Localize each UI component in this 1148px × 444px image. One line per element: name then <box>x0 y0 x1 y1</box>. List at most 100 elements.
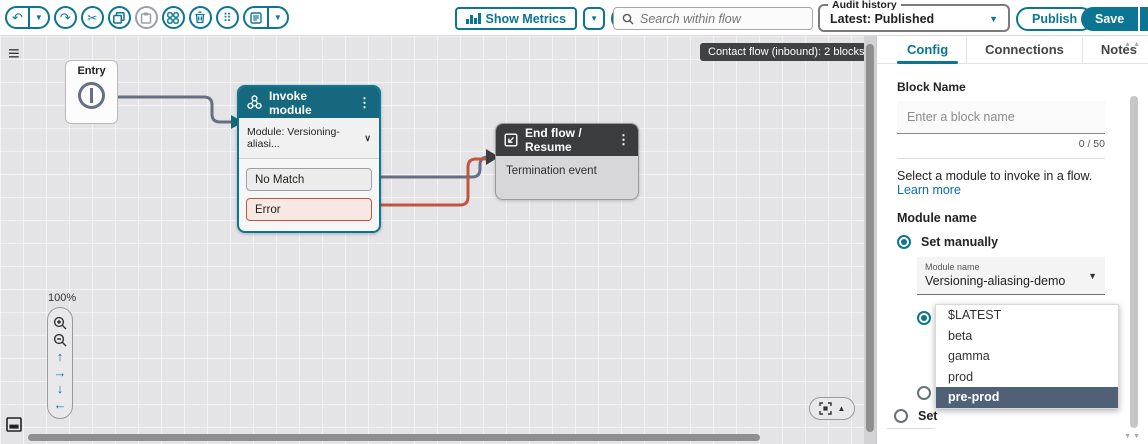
copy-icon <box>113 11 126 24</box>
set-dynamically-option[interactable]: Set <box>894 409 937 423</box>
alias-option-beta[interactable]: beta <box>948 328 973 343</box>
flow-search <box>613 7 813 30</box>
module-select-label: Module name <box>925 262 980 272</box>
output-error[interactable]: Error <box>246 198 372 221</box>
set-dynamically-radio[interactable] <box>894 409 908 423</box>
alias-option-latest[interactable]: $LATEST <box>948 308 1002 323</box>
entry-block[interactable]: Entry <box>65 60 118 124</box>
alias-radio[interactable] <box>917 311 931 325</box>
dots-grid-icon: ⠿ <box>222 10 232 25</box>
arrange-blocks-button[interactable] <box>161 6 185 29</box>
panel-collapse-up-icon[interactable]: ▲▲ <box>1124 41 1142 48</box>
delete-button[interactable] <box>188 6 212 29</box>
pan-right-button[interactable]: → <box>53 364 67 380</box>
metrics-caret-button[interactable]: ▼ <box>583 7 606 30</box>
paste-button[interactable] <box>134 6 158 29</box>
redo-button[interactable]: ↷ <box>53 6 77 29</box>
minimap-caret-icon: ▲ <box>837 404 846 413</box>
alias-option-pre-prod[interactable]: pre-prod <box>936 387 1118 408</box>
search-icon <box>622 13 634 24</box>
pan-up-button[interactable]: ↑ <box>56 348 64 364</box>
entry-block-label: Entry <box>77 65 106 77</box>
annotations-caret-icon[interactable]: ▼ <box>266 8 287 27</box>
end-flow-title: End flow / Resume <box>525 126 582 154</box>
termination-event-label: Termination event <box>506 165 597 177</box>
set-manually-radio[interactable] <box>897 235 911 249</box>
save-label: Save <box>1095 12 1125 26</box>
save-split-button: Save ▼ <box>1081 7 1148 31</box>
aliases-dropdown-list: $LATEST beta gamma prod pre-prod <box>935 304 1119 409</box>
tab-connections[interactable]: Connections <box>967 38 1083 63</box>
undo-caret-icon[interactable]: ▼ <box>27 8 48 27</box>
minimap-icon <box>818 402 832 415</box>
canvas-nav-controls: ↑ → ↓ ← <box>47 307 73 419</box>
cut-button[interactable]: ✂ <box>80 6 104 29</box>
panel-tabs: Config Connections Notes <box>877 38 1148 64</box>
top-toolbar: ↶ ▼ ↷ ✂ ⠿ ▼ <box>0 0 1148 36</box>
tab-notes[interactable]: Notes <box>1083 38 1148 63</box>
zoom-in-icon <box>53 316 67 329</box>
block-name-input[interactable] <box>897 101 1105 134</box>
pan-down-button[interactable]: ↓ <box>56 380 64 396</box>
paste-icon <box>141 12 152 24</box>
obscured-radio[interactable] <box>917 386 931 400</box>
save-caret-button[interactable]: ▼ <box>1138 7 1148 31</box>
edit-toolbar-group: ↶ ▼ ↷ ✂ ⠿ ▼ <box>5 6 289 29</box>
chevron-down-icon: ▼ <box>590 13 599 23</box>
invoke-module-block[interactable]: Invoke module ⋮ Module: Versioning-alias… <box>237 85 381 233</box>
invoke-module-header[interactable]: Invoke module ⋮ <box>239 87 379 118</box>
divider <box>897 158 1105 159</box>
hamburger-icon: ≡ <box>8 43 20 65</box>
undo-icon[interactable]: ↶ <box>12 9 23 25</box>
block-name-label: Block Name <box>897 80 966 94</box>
zoom-in-button[interactable] <box>53 316 67 330</box>
bar-chart-icon <box>466 13 481 24</box>
char-counter: 0 / 50 <box>1078 138 1105 150</box>
alias-option-prod[interactable]: prod <box>948 369 974 384</box>
note-list-icon[interactable] <box>245 8 267 27</box>
panel-toggle-icon <box>6 417 22 432</box>
output-error-label: Error <box>255 203 281 216</box>
toggle-bottom-panel-button[interactable] <box>6 417 22 432</box>
blocks-menu-button[interactable]: ≡ <box>8 44 20 64</box>
set-manually-option[interactable]: Set manually <box>897 235 1107 249</box>
undo-split-button[interactable]: ↶ ▼ <box>5 6 50 29</box>
scissors-icon: ✂ <box>87 10 98 25</box>
tab-config[interactable]: Config <box>889 38 968 64</box>
drag-handle-button[interactable]: ⠿ <box>215 6 239 29</box>
show-metrics-label: Show Metrics <box>485 11 567 26</box>
zoom-level-label: 100% <box>48 292 77 304</box>
end-flow-icon <box>504 133 518 147</box>
show-metrics-button[interactable]: Show Metrics <box>455 7 578 30</box>
entry-point-icon[interactable] <box>78 82 105 109</box>
pan-left-button[interactable]: ← <box>53 396 67 412</box>
module-name-select[interactable]: Module name Versioning-aliasing-demo ▼ <box>917 257 1105 295</box>
canvas-vertical-scrollbar[interactable] <box>866 44 874 432</box>
canvas-vertical-scrollbar-track <box>864 36 876 444</box>
panel-scrollbar[interactable] <box>1130 96 1138 428</box>
flow-canvas[interactable]: ≡ Contact flow (inbound): 2 blocks used … <box>0 36 880 444</box>
end-flow-header[interactable]: End flow / Resume ⋮ <box>496 124 638 156</box>
module-selector-row[interactable]: Module: Versioning-aliasi... ∨ <box>239 118 379 159</box>
kebab-menu-icon[interactable]: ⋮ <box>617 132 630 147</box>
output-no-match[interactable]: No Match <box>246 168 372 191</box>
learn-more-link[interactable]: Learn more <box>897 183 961 197</box>
audit-history-label: Audit history <box>828 0 901 11</box>
horizontal-scrollbar[interactable] <box>28 434 760 441</box>
zoom-out-button[interactable] <box>53 333 67 347</box>
select-caret-icon: ▼ <box>1088 271 1097 281</box>
minimap-toggle-button[interactable]: ▲ <box>809 397 855 420</box>
alias-option-gamma[interactable]: gamma <box>948 349 990 364</box>
kebab-menu-icon[interactable]: ⋮ <box>358 94 371 110</box>
audit-history-select[interactable]: Audit history Latest: Published ▼ <box>818 0 1010 32</box>
panel-collapse-down-icon[interactable]: ▼▼ <box>1124 433 1142 440</box>
end-flow-block[interactable]: End flow / Resume ⋮ Termination event <box>495 123 639 200</box>
intro-sentence: Select a module to invoke in a flow. <box>897 169 1093 183</box>
set-manually-label: Set manually <box>921 235 999 249</box>
zoom-out-icon <box>53 333 67 346</box>
save-button[interactable]: Save <box>1081 7 1139 31</box>
search-input[interactable] <box>640 11 800 26</box>
annotations-split-button[interactable]: ▼ <box>242 6 289 29</box>
copy-button[interactable] <box>107 6 131 29</box>
